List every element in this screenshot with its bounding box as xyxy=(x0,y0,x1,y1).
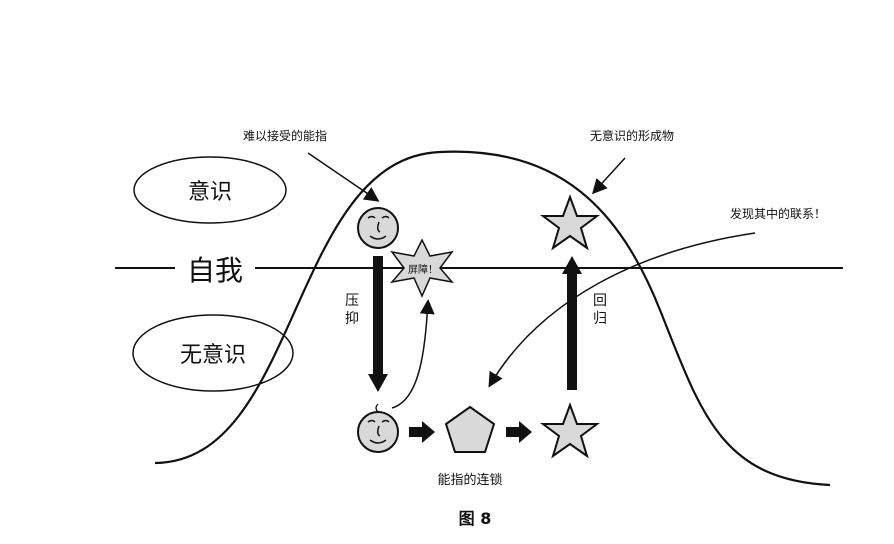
repression-label-1: 压 xyxy=(345,293,359,309)
face-icon-top xyxy=(357,207,399,249)
unacceptable-signifier-label: 难以接受的能指 xyxy=(243,128,327,143)
repression-label-2: 抑 xyxy=(345,311,359,327)
unconscious-ellipse xyxy=(132,314,294,392)
chain-arrow-2 xyxy=(506,421,532,443)
connection-arrow xyxy=(488,232,756,388)
discover-connection-label: 发现其中的联系！ xyxy=(730,206,826,221)
return-arrow-shaft xyxy=(567,272,577,390)
barrier-label: 屏障！ xyxy=(408,263,438,276)
repression-arrow-head xyxy=(368,374,388,392)
unconscious-label: 无意识 xyxy=(180,343,246,368)
star-icon-bottom xyxy=(540,402,600,459)
arrow-to-star xyxy=(591,157,626,195)
rebound-arrow xyxy=(391,299,435,409)
unconscious-formation-label: 无意识的形成物 xyxy=(590,128,674,143)
return-arrow-head xyxy=(562,256,582,274)
consciousness-label: 意识 xyxy=(188,180,232,205)
arrow-to-face xyxy=(307,152,380,202)
signifier-chain-label: 能指的连锁 xyxy=(437,472,502,488)
consciousness-ellipse xyxy=(133,156,287,224)
mind-curve xyxy=(154,150,831,487)
star-icon-top xyxy=(540,194,600,251)
repression-arrow-shaft xyxy=(373,256,383,376)
return-label-2: 归 xyxy=(593,310,607,327)
chain-arrow-1 xyxy=(409,421,435,443)
face-icon-bottom xyxy=(357,403,399,453)
return-label-1: 回 xyxy=(593,293,607,309)
barrier-burst-icon xyxy=(390,238,454,298)
pentagon-icon xyxy=(444,405,496,453)
ego-label: 自我 xyxy=(187,254,243,287)
figure-caption: 图 8 xyxy=(459,509,492,528)
